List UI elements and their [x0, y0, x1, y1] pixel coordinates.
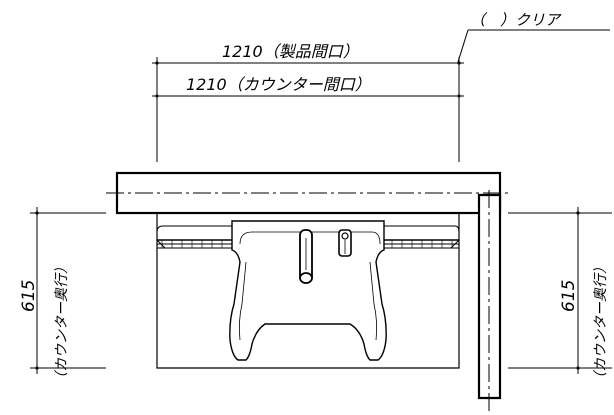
faucet-spout-outlet — [299, 272, 313, 284]
counter-slab-vertical — [477, 193, 502, 400]
soap-dispenser — [338, 229, 352, 257]
clear-note-label: （ ）クリア — [470, 11, 562, 29]
width-dimensions: 1210（製品間口） 1210（カウンター間口） — [152, 42, 464, 162]
faucet — [299, 229, 313, 284]
product-opening-label: 1210（製品間口） — [222, 42, 359, 61]
clear-note-leader — [457, 29, 469, 63]
counter-opening-label: 1210（カウンター間口） — [186, 75, 371, 94]
right-depth-dimension: 615 （カウンター奥行） — [508, 207, 612, 386]
left-depth-value: 615 — [19, 280, 39, 312]
left-depth-dimension: 615 （カウンター奥行） — [19, 207, 106, 386]
clear-note-group: （ ）クリア — [457, 11, 610, 63]
counter-top — [106, 171, 510, 412]
right-depth-caption: （カウンター奥行） — [593, 260, 609, 386]
left-depth-caption: （カウンター奥行） — [54, 260, 70, 386]
right-depth-value: 615 — [559, 280, 579, 312]
